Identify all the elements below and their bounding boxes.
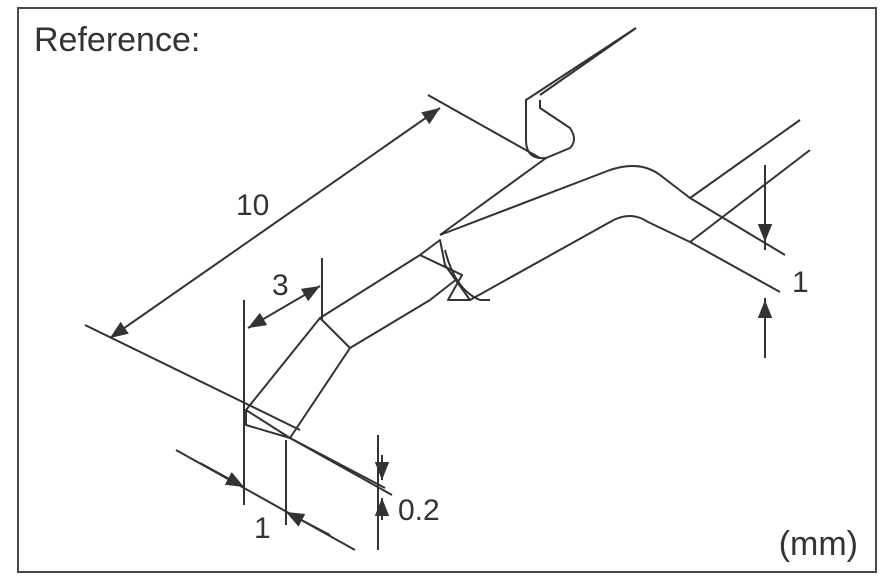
- rod-right-upper: [689, 197, 786, 256]
- shaft-left-edge: [439, 157, 547, 236]
- rod-right-lower: [689, 241, 781, 293]
- dim-1-bottom-right: [285, 511, 331, 536]
- dim-1-right-label: 1: [792, 266, 809, 299]
- dim-02-label: 0.2: [398, 494, 440, 527]
- dim-1-bottom-left: [199, 462, 245, 488]
- dim-1-bottom-label: 1: [254, 512, 271, 545]
- shaft-main: [439, 119, 801, 236]
- wall-outline: [525, 27, 637, 160]
- dim-10-line: [109, 107, 441, 339]
- tip-front: [245, 410, 291, 439]
- tip-edge-lower: [289, 437, 386, 489]
- diagram-title: Reference:: [34, 21, 201, 59]
- dim-3-line: [247, 285, 321, 329]
- dim-10-label: 10: [236, 189, 269, 222]
- shaft-front: [444, 249, 490, 301]
- dim-3-label: 3: [272, 269, 289, 302]
- units-label: (mm): [778, 525, 858, 563]
- shaft-main-lower: [469, 149, 811, 301]
- wall-top-edge: [539, 27, 637, 96]
